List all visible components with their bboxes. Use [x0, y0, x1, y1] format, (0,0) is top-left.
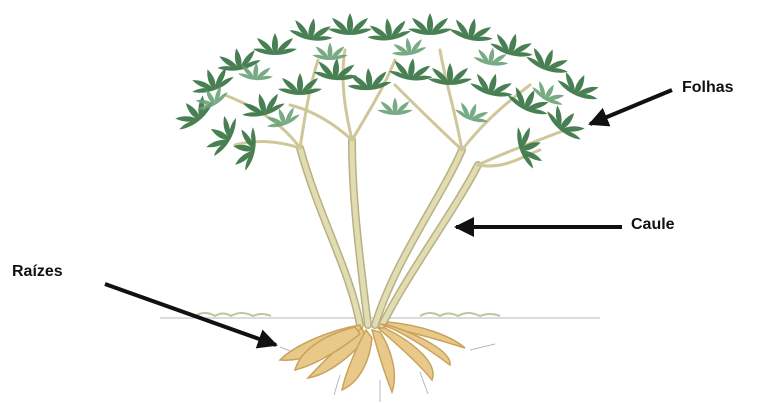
arrow-icon	[590, 90, 672, 124]
foliage	[169, 13, 604, 172]
tuber-roots	[280, 322, 495, 402]
label-stem: Caule	[631, 216, 675, 234]
label-leaves: Folhas	[682, 79, 734, 97]
label-roots: Raízes	[12, 263, 63, 281]
stems	[225, 50, 565, 325]
